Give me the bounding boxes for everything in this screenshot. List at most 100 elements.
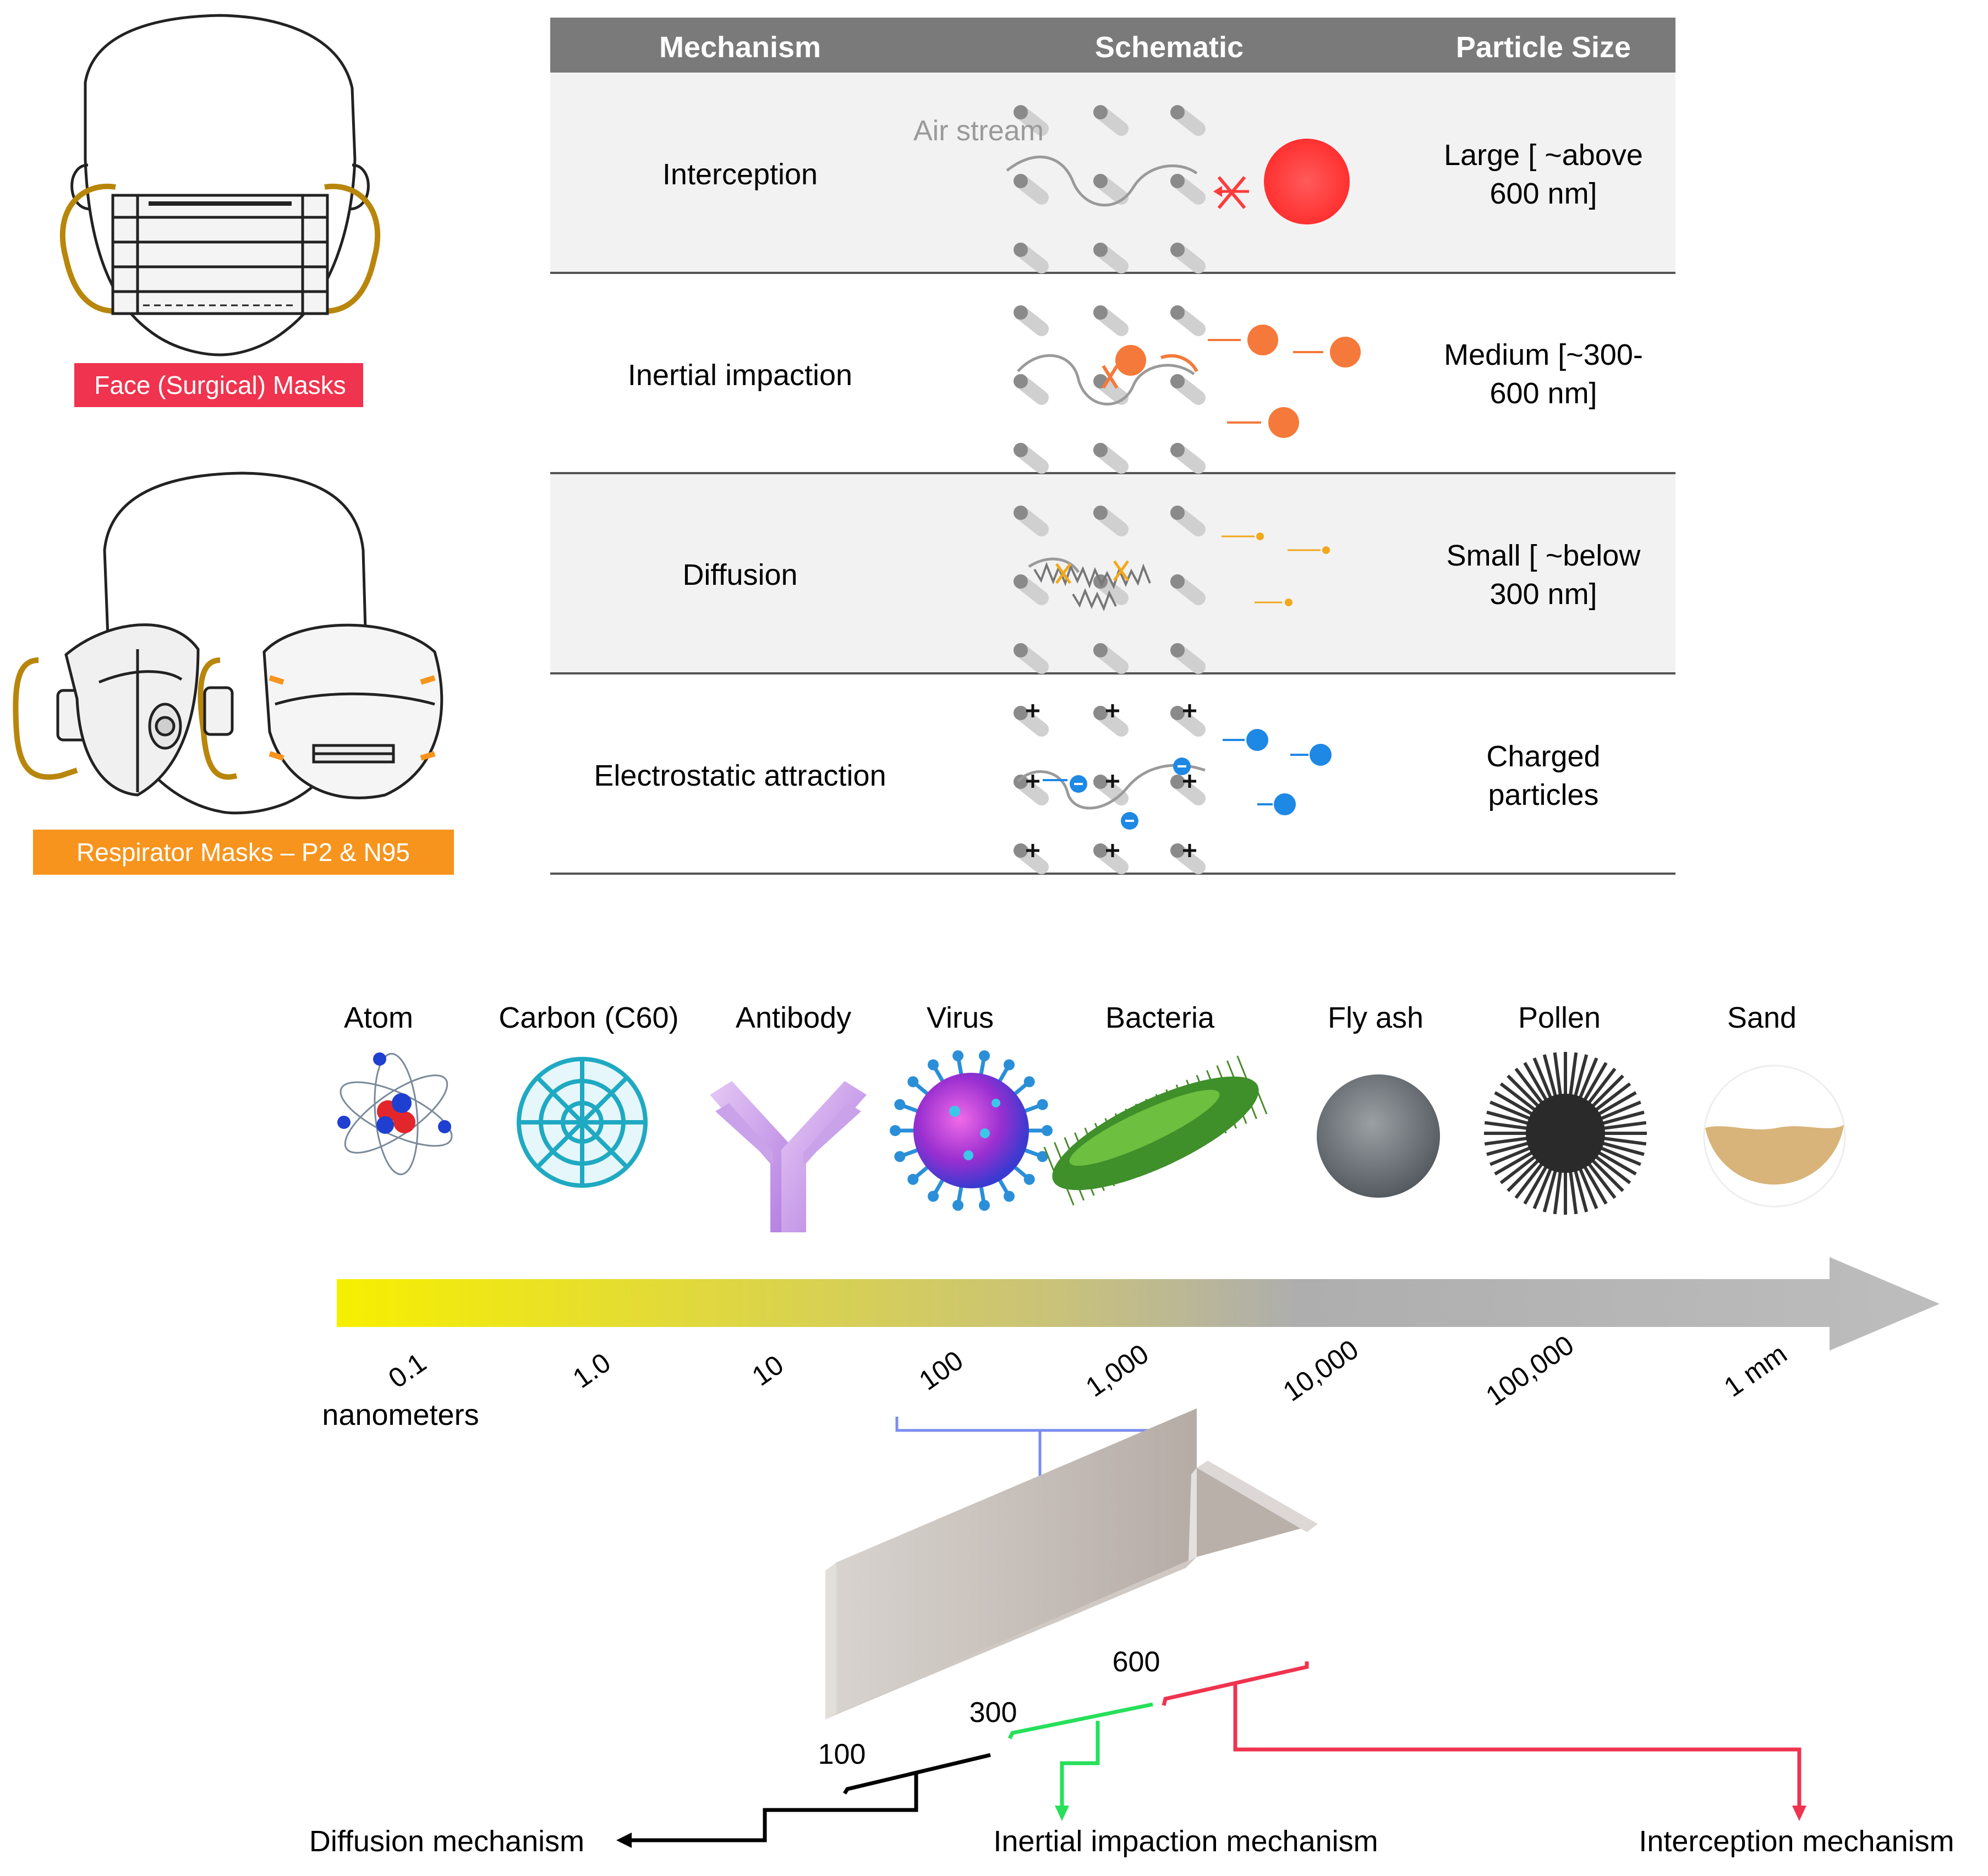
range-value-300: 300 — [970, 1697, 1017, 1729]
object-label-fly-ash: Fly ash — [1328, 1001, 1423, 1034]
pollen-spike — [1584, 1067, 1617, 1109]
header-mechanism: Mechanism — [659, 31, 821, 64]
fibre-dot — [1014, 706, 1028, 720]
pollen-spike — [1514, 1158, 1547, 1199]
scale-tick-label: 100 — [913, 1345, 968, 1396]
pollen-spike — [1568, 1166, 1578, 1215]
fibre-dot — [1170, 305, 1185, 320]
fibre-dot — [1014, 243, 1028, 257]
virus-spike-tip — [907, 1173, 919, 1185]
fibre-dot — [1170, 775, 1185, 789]
filtration-mechanism-table: Mechanism Schematic Particle Size Interc… — [550, 18, 1675, 875]
pollen-spike — [1580, 1161, 1608, 1205]
virus-spike-tip — [1023, 1173, 1035, 1185]
fibre-dot — [1170, 374, 1185, 388]
virus-spike-tip — [1037, 1099, 1048, 1110]
pollen-spike — [1507, 1074, 1543, 1111]
header-particle-size: Particle Size — [1456, 31, 1631, 64]
pollen-spike — [1580, 1062, 1608, 1106]
pollen-spike — [1590, 1152, 1631, 1184]
virus-spike-tip — [1037, 1151, 1048, 1162]
pollen-spike — [1489, 1100, 1536, 1122]
pollen-spike — [1597, 1110, 1645, 1127]
fibre-dot — [1170, 706, 1185, 720]
impaction-mechanism-label: Inertial impaction mechanism — [993, 1825, 1378, 1858]
scale-tick-label: 100,000 — [1480, 1329, 1579, 1412]
fibre-dot — [1014, 843, 1028, 858]
large-particle — [1264, 139, 1350, 224]
diffusion-arrowhead — [616, 1833, 632, 1848]
pollen-spike — [1593, 1091, 1637, 1118]
pollen-spike — [1494, 1091, 1538, 1118]
fibre-dot — [1093, 105, 1108, 119]
range-value-100: 100 — [818, 1738, 866, 1770]
pollen-spike — [1584, 1158, 1617, 1199]
fibre-dot — [1014, 574, 1028, 589]
pollen-spike — [1595, 1144, 1641, 1166]
pollen-spike — [1484, 1136, 1533, 1146]
antibody-icon — [710, 1081, 867, 1232]
table-row-bg — [550, 474, 1675, 672]
diffusion-mechanism-label: Diffusion mechanism — [309, 1825, 584, 1858]
fibre-dot — [1170, 443, 1185, 457]
virus-spike-tip — [928, 1059, 939, 1071]
pollen-spike — [1590, 1082, 1631, 1115]
fibre-dot — [1014, 374, 1028, 388]
range-3d-arrow — [825, 1408, 1318, 1719]
size-medium-line1: Medium [~300- — [1444, 338, 1643, 371]
scale-tick-label: 10,000 — [1278, 1334, 1364, 1407]
pollen-spike — [1484, 1121, 1533, 1131]
pollen-spike — [1598, 1136, 1647, 1146]
fibre-dot — [1014, 775, 1028, 789]
fibre-dot — [1093, 506, 1108, 520]
fibre-dot — [1093, 843, 1108, 858]
pollen-spike — [1572, 1165, 1589, 1213]
size-charged-line2: particles — [1488, 778, 1598, 811]
scale-arrow — [337, 1257, 1940, 1351]
range-value-600: 600 — [1113, 1646, 1160, 1678]
schematic-interception: Air stream — [913, 115, 1350, 224]
pollen-spike — [1576, 1163, 1598, 1209]
scale-tick-label: 0.1 — [383, 1347, 432, 1394]
carbon-c60-icon — [517, 1057, 648, 1188]
pollen-spike — [1595, 1100, 1641, 1122]
interception-branch — [1162, 1661, 1801, 1807]
surgical-mask-illustration — [59, 14, 381, 356]
impaction-arrowhead — [1055, 1806, 1069, 1821]
fly-ash-icon — [1317, 1074, 1440, 1198]
pollen-spike — [1507, 1155, 1543, 1192]
fibre-dot — [1093, 443, 1108, 457]
fibre-dot — [1170, 174, 1185, 188]
size-medium-line2: 600 nm] — [1489, 377, 1597, 410]
virus-spike-tip — [928, 1191, 939, 1202]
bacteria-icon — [1043, 1055, 1268, 1206]
pollen-spike — [1576, 1057, 1598, 1104]
object-label-sand: Sand — [1727, 1001, 1797, 1034]
virus-spike-tip — [978, 1050, 990, 1062]
pollen-spike — [1542, 1054, 1559, 1102]
impaction-branch — [1007, 1702, 1153, 1807]
surgical-mask-label: Face (Surgical) Masks — [94, 371, 346, 399]
fibre-dot — [1093, 775, 1108, 789]
fibre-dot — [1093, 305, 1108, 320]
virus-spike-tip — [952, 1199, 964, 1211]
atom-icon — [337, 1052, 453, 1176]
virus-spike-tip — [1023, 1076, 1035, 1088]
object-label-virus: Virus — [927, 1001, 994, 1034]
size-small-line1: Small [ ~below — [1447, 539, 1641, 572]
pollen-spike — [1593, 1148, 1637, 1176]
fibre-dot — [1093, 643, 1108, 657]
object-label-atom: Atom — [344, 1001, 413, 1034]
pollen-icon — [1484, 1052, 1647, 1215]
pollen-spike — [1568, 1052, 1578, 1101]
mechanism-diffusion: Diffusion — [682, 558, 797, 591]
table-row-bg — [550, 74, 1675, 272]
pollen-spike — [1486, 1110, 1534, 1127]
air-stream-label: Air stream — [913, 115, 1044, 147]
object-label-carbon: Carbon (C60) — [499, 1001, 678, 1034]
respirator-mask-badge: Respirator Masks – P2 & N95 — [33, 830, 454, 875]
schematic-inertial-impaction — [1017, 325, 1361, 438]
table-header-bar — [550, 18, 1675, 73]
virus-icon — [890, 1050, 1053, 1211]
